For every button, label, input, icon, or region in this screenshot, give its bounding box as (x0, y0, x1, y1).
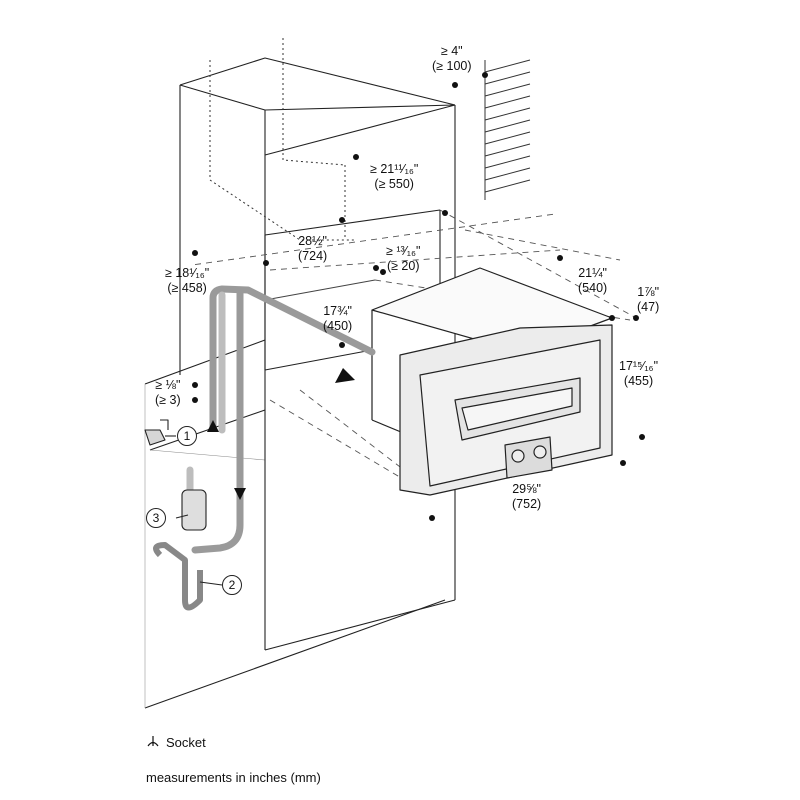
socket-legend: Socket (146, 735, 206, 750)
dimension-wall-clearance: ≥ 4" (≥ 100) (432, 44, 472, 74)
dimension-value-mm: (≥ 20) (386, 259, 420, 273)
callout-water-tap: 1 (177, 426, 197, 446)
dimension-cavity-height: ≥ 18¹⁄₁₆" (≥ 458) (165, 266, 209, 296)
dimension-value-mm: (455) (623, 374, 654, 388)
dimension-value: 1⅞" (637, 285, 660, 299)
dimension-value: ≥ 4" (440, 44, 463, 58)
dimension-value-mm: (752) (512, 497, 542, 511)
dimension-value-mm: (≥ 458) (167, 281, 207, 295)
dimension-cavity-depth: ≥ 21¹¹⁄₁₆" (≥ 550) (370, 162, 418, 192)
dimension-back-gap: ≥ ¹³⁄₁₆" (≥ 20) (386, 244, 420, 274)
dimension-appliance-depth: 21¼" (540) (578, 266, 607, 296)
dimension-value-mm: (724) (298, 249, 328, 263)
dimension-value-mm: (≥ 550) (374, 177, 414, 191)
dimension-value: 17¾" (323, 304, 352, 318)
dimension-value-mm: (540) (578, 281, 608, 295)
dimension-value: 28½" (298, 234, 327, 248)
dimension-value: ≥ 18¹⁄₁₆" (165, 266, 210, 280)
dimension-appliance-width: 29⅝" (752) (512, 482, 541, 512)
dimension-value-mm: (47) (637, 300, 660, 314)
dimension-appliance-height: 17¹⁵⁄₁₆" (455) (619, 359, 658, 389)
callout-filter: 3 (146, 508, 166, 528)
dimension-cavity-width: 28½" (724) (298, 234, 327, 264)
dimension-value: 29⅝" (512, 482, 541, 496)
dimension-value: ≥ 21¹¹⁄₁₆" (370, 162, 419, 176)
dimension-value-mm: (≥ 100) (432, 59, 472, 73)
units-note: measurements in inches (mm) (146, 770, 321, 785)
dimension-front-panel-depth: 1⅞" (47) (637, 285, 659, 315)
dimension-value-mm: (450) (323, 319, 353, 333)
dimension-value: ≥ ⅛" (155, 378, 181, 392)
dimension-value: 21¼" (578, 266, 607, 280)
dimension-bottom-gap: ≥ ⅛" (≥ 3) (155, 378, 181, 408)
socket-icon (147, 736, 159, 747)
callout-drain: 2 (222, 575, 242, 595)
dimension-appliance-body-height: 17¾" (450) (323, 304, 352, 334)
dimension-value-mm: (≥ 3) (155, 393, 181, 407)
dimension-value: 17¹⁵⁄₁₆" (619, 359, 659, 373)
socket-label: Socket (166, 735, 206, 750)
dimension-value: ≥ ¹³⁄₁₆" (386, 244, 421, 258)
